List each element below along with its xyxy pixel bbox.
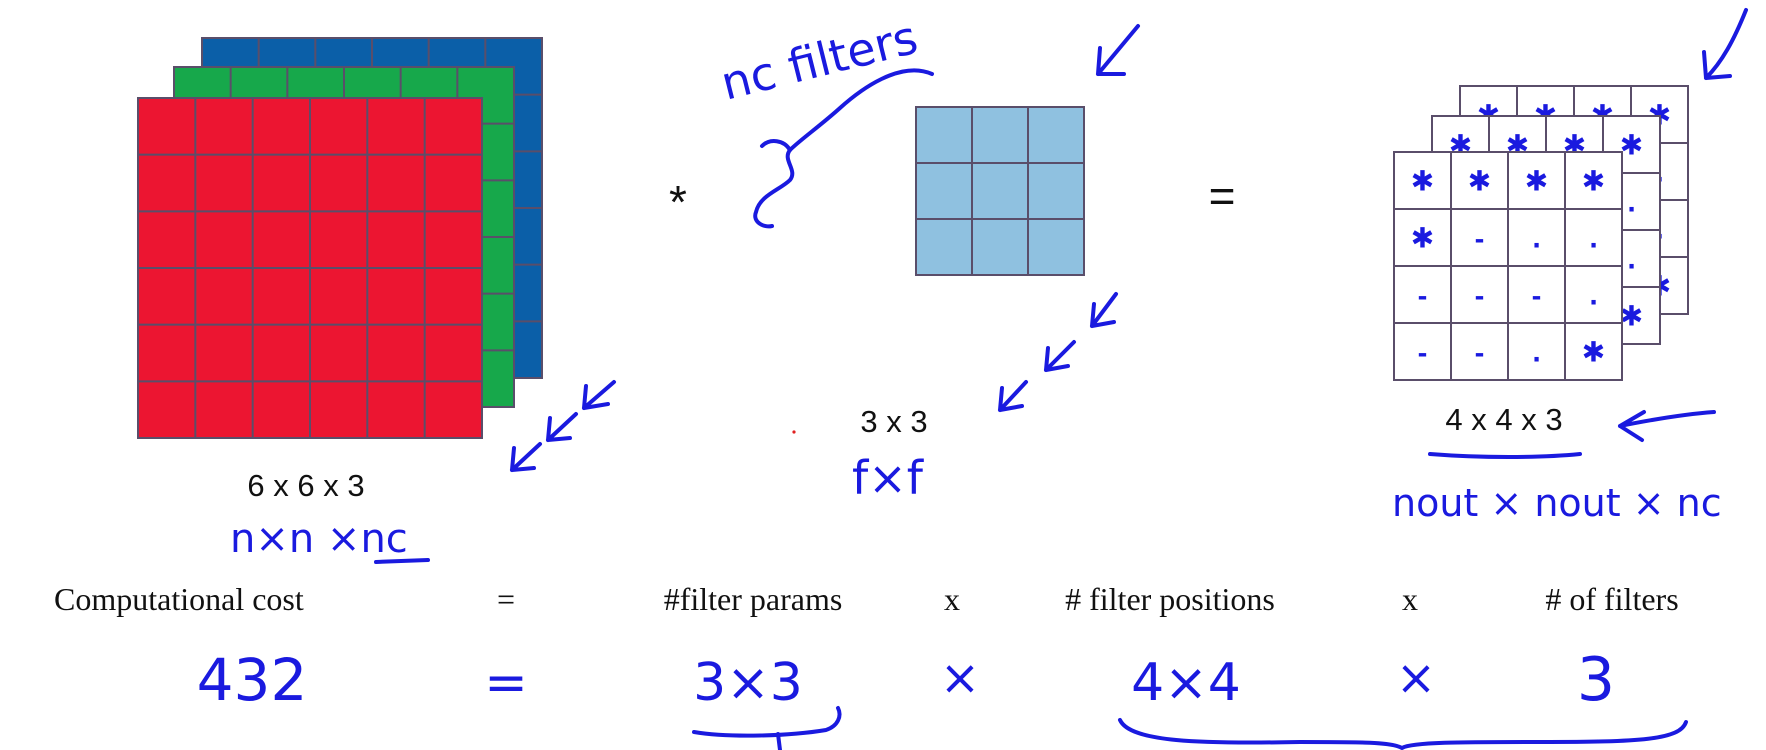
term-equals: = (497, 581, 515, 617)
output-handwritten-note: nout × nout × nc (1392, 481, 1722, 525)
value-positions: 4×4 (1131, 653, 1241, 713)
output-cell-mark: - (1475, 226, 1485, 254)
output-cell-mark: - (1418, 340, 1428, 368)
output-channel-front: ✱ ✱ ✱ ✱ ✱ -.. - - -. - -. ✱ (1393, 151, 1623, 381)
output-cell-mark: . (1532, 340, 1541, 368)
output-size-label: 4 x 4 x 3 (1445, 402, 1562, 437)
cost-values-row: 432 = 3×3 × 4×4 × 3 (197, 645, 1615, 715)
input-size-label: 6 x 6 x 3 (247, 468, 364, 503)
filter-fill (915, 106, 1085, 276)
red-dot (792, 430, 796, 434)
cost-formula-row: Computational cost = #filter params x # … (54, 581, 1679, 617)
output-cell-mark: ✱ (1582, 336, 1605, 369)
params-brace-tick (776, 732, 782, 750)
output-cell-mark: - (1475, 340, 1485, 368)
input-volume (137, 37, 543, 439)
equals-operator: = (1209, 170, 1236, 222)
output-cell-mark: - (1475, 283, 1485, 311)
arrow-icon (998, 380, 1028, 412)
filter-brace-tip (760, 139, 792, 152)
input-handwritten-note: n×n ×nc (230, 516, 408, 562)
params-brace (692, 706, 842, 738)
filter-grid (916, 107, 1084, 275)
arrow-icon (582, 380, 616, 410)
output-volume: ✱✱✱✱✱-..---.--.✱ ✱✱✱✱✱-..---.--.✱ ✱✱✱✱✱-… (1393, 85, 1689, 381)
channel-grid (1394, 152, 1622, 380)
arrow-icon (510, 442, 542, 472)
filter-count-note: nc filters (716, 10, 923, 111)
arrow-icon (1044, 340, 1076, 372)
term-times-2: x (1402, 581, 1418, 617)
output-cell-mark: ✱ (1620, 129, 1643, 162)
output-cell-mark: - (1532, 283, 1542, 311)
output-cell-mark: ✱ (1525, 165, 1548, 198)
output-cell-mark: . (1532, 226, 1541, 254)
arrow-icon (1096, 24, 1140, 76)
filter-handwritten-note: f×f (852, 451, 925, 505)
input-channel-red (137, 97, 483, 439)
output-cell-mark: ✱ (1411, 222, 1434, 255)
value-times-1: × (940, 650, 980, 706)
channel-grid (138, 98, 482, 438)
term-num-filters: # of filters (1545, 581, 1678, 617)
output-cell-mark: . (1589, 226, 1598, 254)
channel-marks: ✱ ✱ ✱ ✱ ✱ -.. - - -. - -. ✱ (1411, 165, 1605, 369)
positions-brace (1118, 718, 1688, 750)
filter-size-label: 3 x 3 (860, 404, 927, 439)
value-equals: = (484, 653, 528, 713)
output-cell-mark: ✱ (1468, 165, 1491, 198)
output-cell-mark: - (1418, 283, 1428, 311)
term-filter-positions: # filter positions (1065, 581, 1275, 617)
output-cell-mark: . (1627, 190, 1636, 218)
arrow-icon (1618, 410, 1716, 442)
convolution-operator: * (669, 176, 687, 228)
arrow-icon (1702, 8, 1748, 80)
output-cell-mark: ✱ (1620, 300, 1643, 333)
value-cost: 432 (197, 646, 308, 714)
output-cell-mark: ✱ (1411, 165, 1434, 198)
output-cell-mark: . (1627, 247, 1636, 275)
output-label-underline (1428, 452, 1582, 459)
value-params: 3×3 (693, 653, 803, 713)
arrow-icon (1090, 292, 1118, 328)
value-times-2: × (1396, 650, 1436, 706)
output-cell-mark: . (1589, 283, 1598, 311)
term-computational-cost: Computational cost (54, 581, 304, 617)
term-filter-params: #filter params (664, 581, 843, 617)
input-note-underline (374, 558, 430, 564)
filter-brace (753, 68, 934, 229)
output-cell-mark: ✱ (1582, 165, 1605, 198)
input-arrows (510, 380, 616, 472)
filter-kernel (915, 106, 1085, 276)
term-times-1: x (944, 581, 960, 617)
value-filters: 3 (1577, 645, 1615, 715)
arrow-icon (546, 412, 578, 442)
